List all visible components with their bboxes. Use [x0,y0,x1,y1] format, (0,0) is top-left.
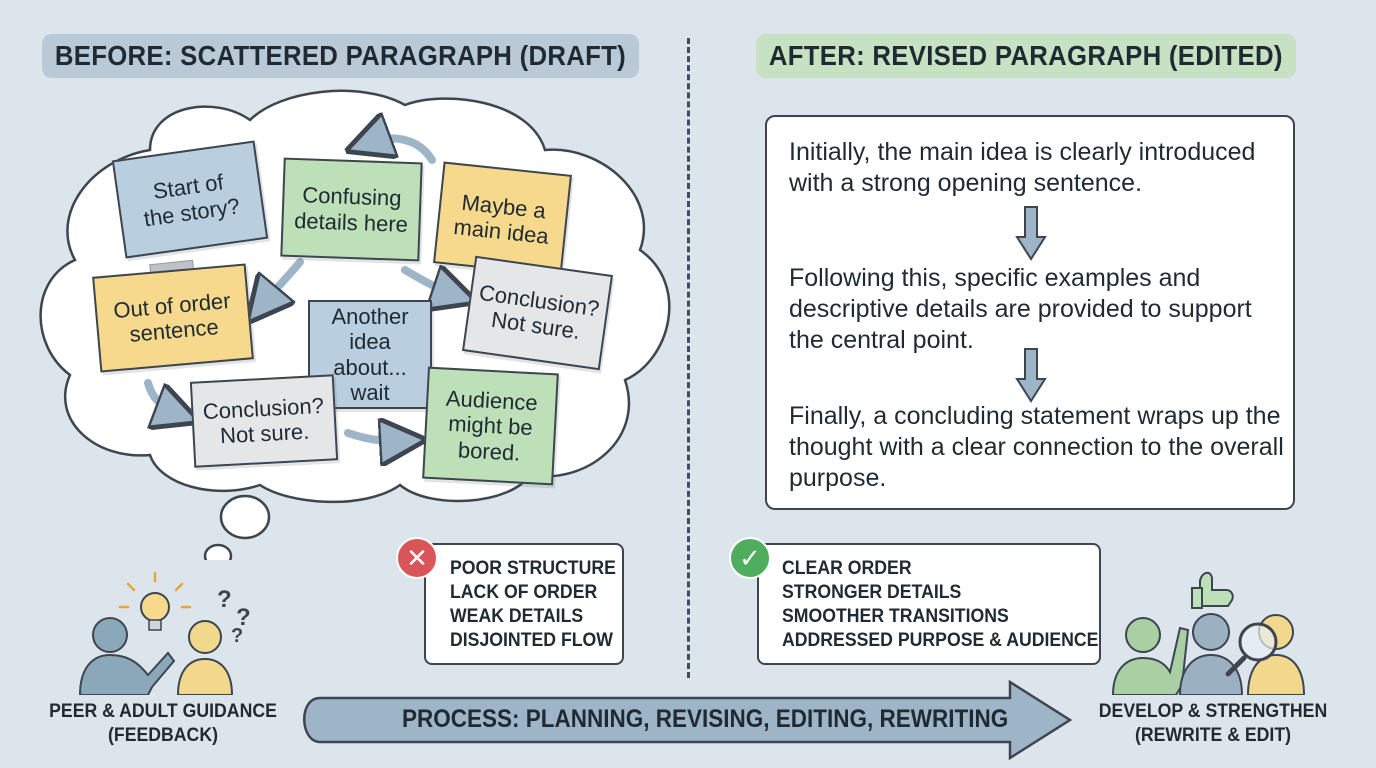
center-divider [687,38,690,678]
problems-list: POOR STRUCTURE LACK OF ORDER WEAK DETAIL… [424,543,624,665]
problem-item: LACK OF ORDER [450,582,598,603]
svg-text:?: ? [231,625,243,647]
thought-bubble-large [219,494,271,540]
thought-bubble-small [203,543,233,560]
improvement-item: CLEAR ORDER [782,558,912,579]
process-label: PROCESS: PLANNING, REVISING, EDITING, RE… [402,705,1009,733]
revised-paragraph-box: Initially, the main idea is clearly intr… [765,115,1295,510]
down-arrow-icon [1015,348,1047,403]
before-heading: BEFORE: SCATTERED PARAGRAPH (DRAFT) [42,34,639,78]
magnifying-glass-icon [1225,622,1278,677]
improvement-item: ADDRESSED PURPOSE & AUDIENCE [782,630,1099,651]
svg-text:?: ? [236,604,251,631]
improvement-item: SMOOTHER TRANSITIONS [782,606,1009,627]
improvements-list: CLEAR ORDER STRONGER DETAILS SMOOTHER TR… [757,543,1101,665]
right-caption: DEVELOP & STRENGTHEN (REWRITE & EDIT) [1098,701,1328,746]
svg-text:?: ? [217,586,232,613]
note-conclusion-left: Conclusion?Not sure. [189,374,339,468]
down-arrow-icon [1015,206,1047,261]
improvement-item: STRONGER DETAILS [782,582,962,603]
cloud-arrows [144,0,690,560]
process-arrow [303,679,1073,761]
thumbs-up-icon [1191,571,1234,609]
x-icon: ✕ [396,537,438,579]
problem-item: DISJOINTED FLOW [450,630,613,651]
check-icon: ✓ [729,537,771,579]
left-caption: PEER & ADULT GUIDANCE (FEEDBACK) [49,701,277,746]
revised-step-2: Following this, specific examples and de… [789,264,1252,354]
note-conclusion-right: Conclusion?Not sure. [461,255,614,371]
revised-step-3: Finally, a concluding statement wraps up… [789,402,1284,492]
question-marks-icon: ??? [217,586,251,647]
peer-guidance-illustration: ??? [78,571,251,695]
after-heading: AFTER: REVISED PARAGRAPH (EDITED) [756,34,1296,78]
problem-item: POOR STRUCTURE [450,558,616,579]
develop-strengthen-illustration [1111,571,1306,695]
problem-item: WEAK DETAILS [450,606,584,627]
revised-step-1: Initially, the main idea is clearly intr… [789,138,1256,197]
lightbulb-icon [118,571,192,631]
